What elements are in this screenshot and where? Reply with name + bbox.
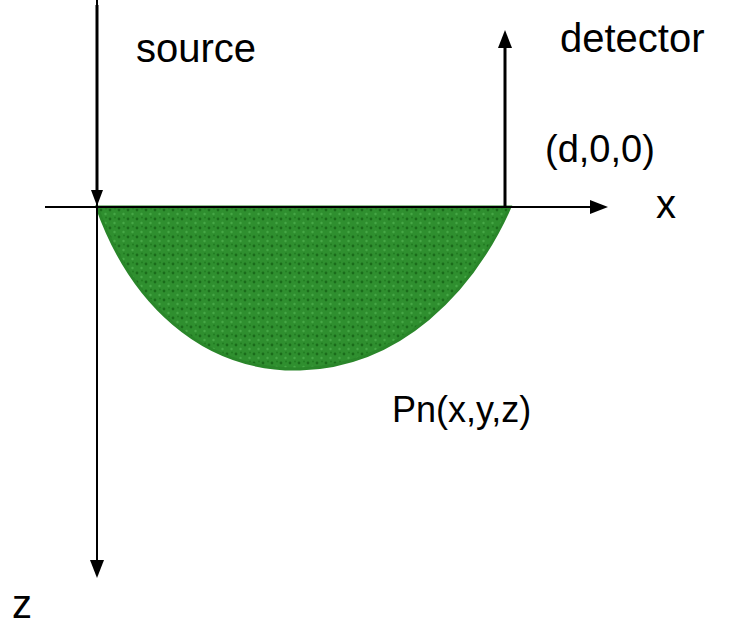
probability-label: Pn(x,y,z): [392, 392, 531, 428]
source-arrow: [96, 5, 99, 190]
source-label: source: [136, 28, 256, 68]
z-axis-head: [90, 560, 104, 578]
axis-label: x: [656, 184, 676, 224]
z-axis: [96, 0, 98, 562]
x-axis: [45, 206, 592, 208]
photon-banana: [97, 207, 510, 369]
axis-label: z: [12, 584, 32, 624]
detector-arrow: [504, 46, 507, 207]
detector-arrow-head: [498, 30, 512, 48]
x-axis-head: [590, 200, 608, 214]
coordinate-label: (d,0,0): [545, 130, 655, 168]
source-arrow-head: [91, 190, 103, 206]
detector-label: detector: [560, 18, 705, 58]
